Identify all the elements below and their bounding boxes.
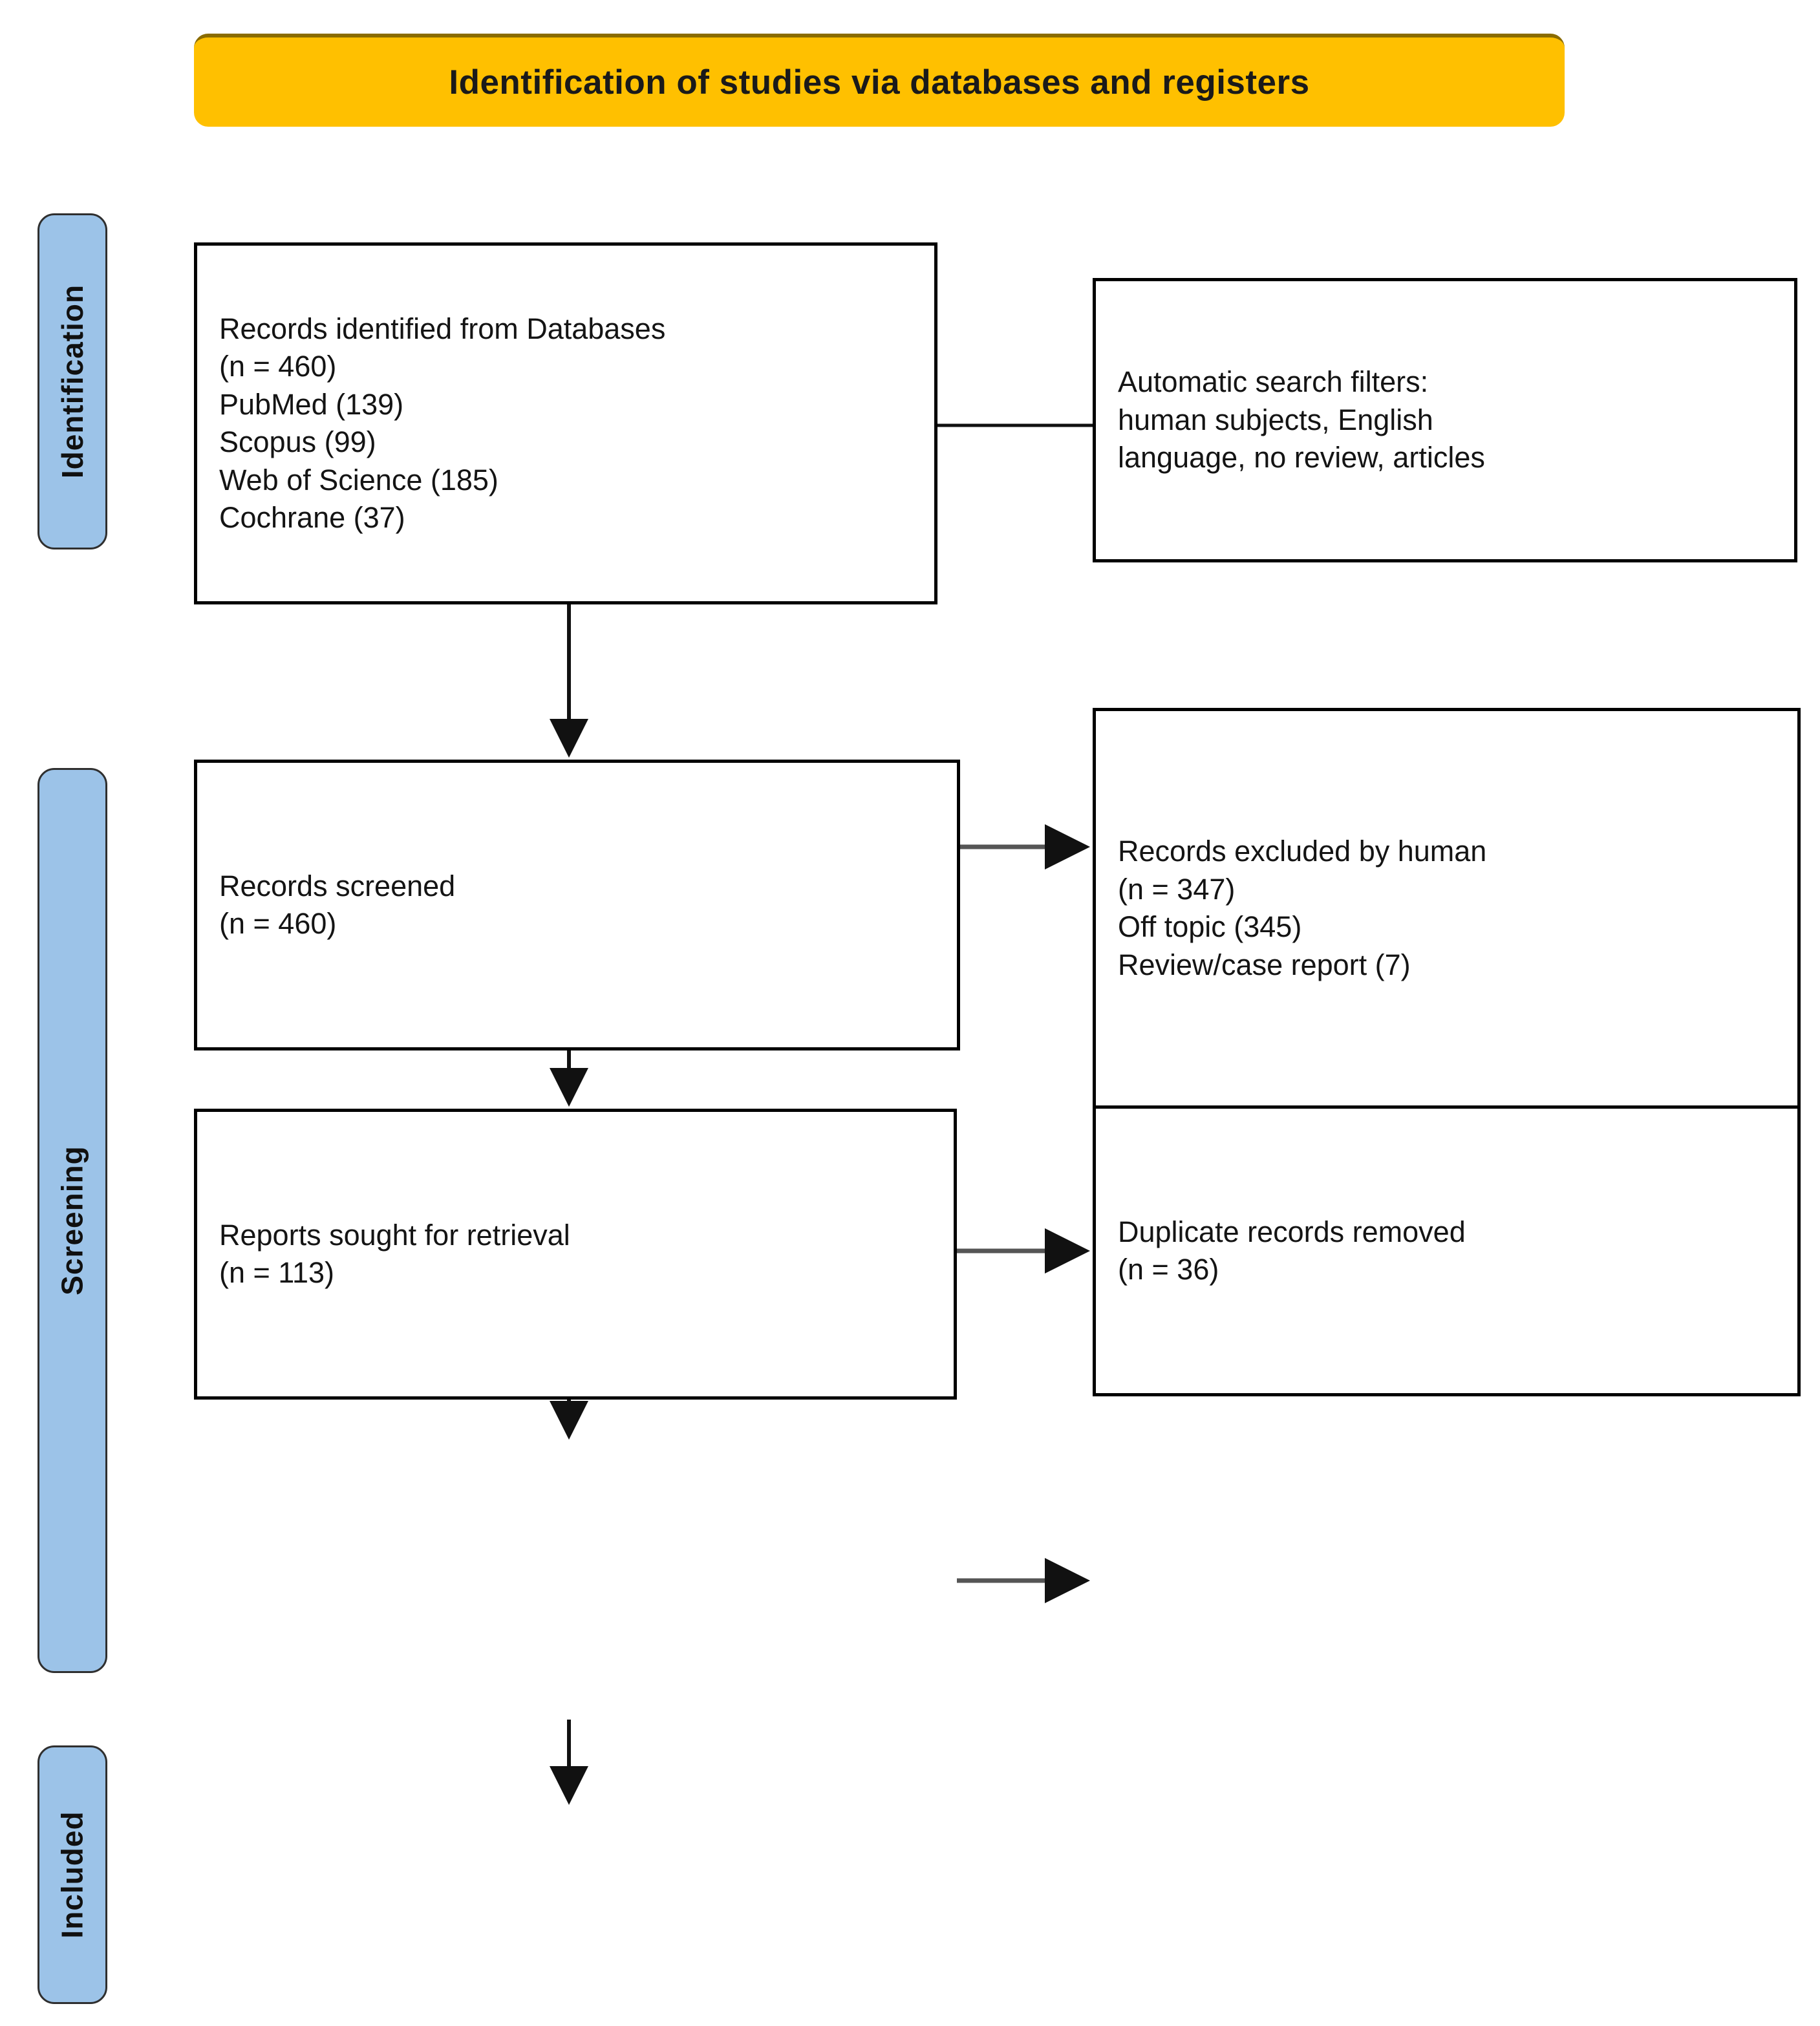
- box-line: Cochrane (37): [219, 501, 405, 534]
- box-line: (n = 347): [1118, 872, 1236, 906]
- stage-label-identification: Identification: [56, 284, 90, 479]
- box-line: Records screened: [219, 869, 456, 902]
- box-reports-sought-for-retrieval: Reports sought for retrieval (n = 113): [194, 1109, 957, 1400]
- box-automatic-search-filters: Automatic search filters: human subjects…: [1093, 278, 1797, 562]
- box-line: Off topic (345): [1118, 910, 1302, 943]
- box-line: Records identified from Databases: [219, 312, 666, 345]
- box-duplicate-records-removed: Duplicate records removed (n = 36): [1093, 1105, 1801, 1396]
- page-title: Identification of studies via databases …: [449, 63, 1310, 101]
- diagram-header-banner: Identification of studies via databases …: [194, 34, 1565, 127]
- stage-tab-screening: Screening: [37, 768, 107, 1673]
- box-line: Duplicate records removed: [1118, 1215, 1466, 1248]
- box-records-identified: Records identified from Databases (n = 4…: [194, 242, 937, 604]
- box-line: (n = 460): [219, 907, 337, 940]
- box-line: (n = 113): [219, 1256, 335, 1289]
- box-records-excluded-by-human: Records excluded by human (n = 347) Off …: [1093, 708, 1801, 1109]
- box-line: Reports sought for retrieval: [219, 1218, 570, 1252]
- stage-label-screening: Screening: [56, 1146, 90, 1296]
- box-line: Web of Science (185): [219, 463, 498, 496]
- box-line: human subjects, English: [1118, 403, 1433, 436]
- box-line: Automatic search filters:: [1118, 365, 1429, 399]
- box-line: language, no review, articles: [1118, 441, 1485, 475]
- box-records-screened: Records screened (n = 460): [194, 760, 960, 1050]
- box-line: Records excluded by human: [1118, 835, 1487, 868]
- box-line: PubMed (139): [219, 387, 404, 421]
- stage-tab-identification: Identification: [37, 213, 107, 549]
- stage-label-included: Included: [56, 1811, 89, 1939]
- box-line: Review/case report (7): [1118, 948, 1411, 981]
- stage-tab-included: Included: [37, 1745, 107, 2004]
- box-line: Scopus (99): [219, 425, 376, 458]
- box-line: (n = 460): [219, 350, 337, 383]
- box-line: (n = 36): [1118, 1253, 1219, 1286]
